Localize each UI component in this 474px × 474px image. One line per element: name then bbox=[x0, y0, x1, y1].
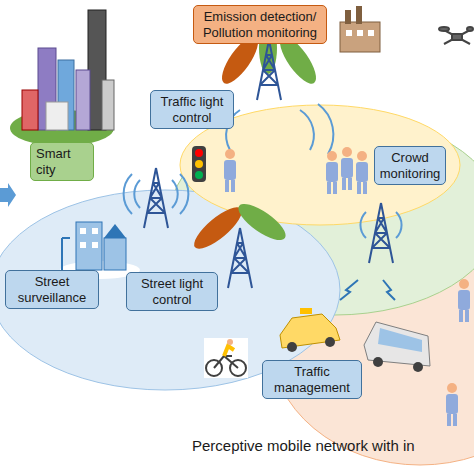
drone-icon-part bbox=[444, 30, 470, 44]
radio-waves-part bbox=[360, 212, 366, 238]
box-label: Crowd monitoring bbox=[380, 150, 441, 181]
flow-arrow bbox=[0, 183, 16, 207]
factory-icon-part bbox=[340, 22, 380, 52]
traffic-light-part bbox=[195, 149, 203, 157]
bus-part bbox=[364, 322, 430, 366]
beam-lobes bbox=[189, 22, 323, 255]
street-buildings-part bbox=[61, 238, 63, 272]
drone-icon-part bbox=[439, 27, 449, 31]
label-box: Traffic management bbox=[262, 360, 362, 399]
people bbox=[224, 147, 470, 426]
cyclist-part bbox=[214, 356, 238, 368]
taxi-car-part bbox=[287, 342, 297, 352]
street-buildings-part bbox=[76, 222, 102, 270]
taxi-car-part bbox=[325, 337, 335, 347]
box-label: Traffic light control bbox=[156, 94, 228, 125]
people-part bbox=[356, 151, 368, 194]
box-label: Emission detection/ Pollution monitoring bbox=[199, 9, 321, 40]
street-buildings-part bbox=[104, 224, 126, 238]
bus-part bbox=[378, 328, 422, 352]
factory-icon-part bbox=[346, 30, 352, 36]
factory-icon-part bbox=[356, 6, 362, 24]
drone-icon-part bbox=[444, 30, 470, 44]
label-box: Smart city bbox=[30, 142, 94, 181]
label-box: Emission detection/ Pollution monitoring bbox=[193, 5, 327, 44]
cyclist-part bbox=[227, 339, 233, 345]
people-part bbox=[446, 383, 458, 426]
radio-waves-part bbox=[180, 174, 188, 214]
box-label: Traffic management bbox=[268, 364, 356, 395]
cyclist-part bbox=[204, 338, 248, 378]
base-stations-part bbox=[228, 228, 252, 288]
city-buildings-part bbox=[22, 90, 38, 130]
factory-icon-part bbox=[345, 10, 351, 24]
street-buildings-part bbox=[92, 242, 98, 248]
drone-icon-part bbox=[467, 27, 473, 31]
wireless-links-part bbox=[383, 280, 395, 300]
radio-waves-part bbox=[134, 180, 140, 208]
traffic-light bbox=[192, 146, 206, 182]
radio-waves-part bbox=[172, 180, 178, 208]
caption: Perceptive mobile network with in bbox=[192, 437, 415, 454]
city-buildings-part bbox=[102, 80, 114, 130]
street-buildings-part bbox=[62, 237, 70, 239]
radio-waves-part bbox=[300, 110, 314, 150]
city-buildings-part bbox=[76, 70, 90, 130]
people-part bbox=[224, 149, 236, 192]
radio-waves-part bbox=[318, 104, 333, 154]
drone-icon bbox=[439, 27, 473, 44]
base-stations-part bbox=[369, 203, 393, 263]
bus bbox=[364, 322, 430, 372]
bus-part bbox=[413, 362, 423, 372]
base-stations-part bbox=[257, 40, 281, 100]
taxi-car-part bbox=[280, 314, 340, 348]
street-buildings-part bbox=[80, 242, 86, 248]
street-buildings-part bbox=[104, 238, 126, 270]
city-buildings bbox=[10, 10, 114, 146]
wireless-links-part bbox=[340, 280, 358, 300]
cyclist-part bbox=[224, 346, 234, 356]
box-label: Smart city bbox=[36, 146, 88, 177]
radio-waves-part bbox=[124, 174, 132, 214]
coverage-regions bbox=[0, 105, 474, 465]
radio-waves-part bbox=[396, 212, 402, 238]
label-box: Street surveillance bbox=[5, 270, 99, 309]
base-stations bbox=[144, 40, 393, 288]
street-buildings-part bbox=[92, 228, 98, 234]
traffic-light-part bbox=[195, 160, 203, 168]
label-box: Street light control bbox=[126, 272, 218, 311]
factory-icon-part bbox=[368, 30, 374, 36]
base-stations-part bbox=[144, 168, 168, 228]
traffic-light-part bbox=[195, 171, 203, 179]
taxi-car bbox=[280, 308, 340, 352]
factory-icon bbox=[340, 6, 380, 52]
bus-part bbox=[373, 357, 383, 367]
label-box: Traffic light control bbox=[150, 90, 234, 129]
label-box: Crowd monitoring bbox=[374, 146, 446, 185]
street-buildings-part bbox=[80, 228, 86, 234]
box-label: Street light control bbox=[132, 276, 212, 307]
city-buildings-part bbox=[46, 102, 68, 130]
taxi-car-part bbox=[300, 308, 312, 314]
box-label: Street surveillance bbox=[11, 274, 93, 305]
people-part bbox=[458, 279, 470, 322]
people-part bbox=[326, 151, 338, 194]
traffic-light-part bbox=[192, 146, 206, 182]
people-part bbox=[341, 147, 353, 190]
drone-icon-part bbox=[452, 34, 462, 40]
wireless-links bbox=[340, 280, 395, 300]
factory-icon-part bbox=[357, 30, 363, 36]
cyclist bbox=[204, 338, 248, 378]
